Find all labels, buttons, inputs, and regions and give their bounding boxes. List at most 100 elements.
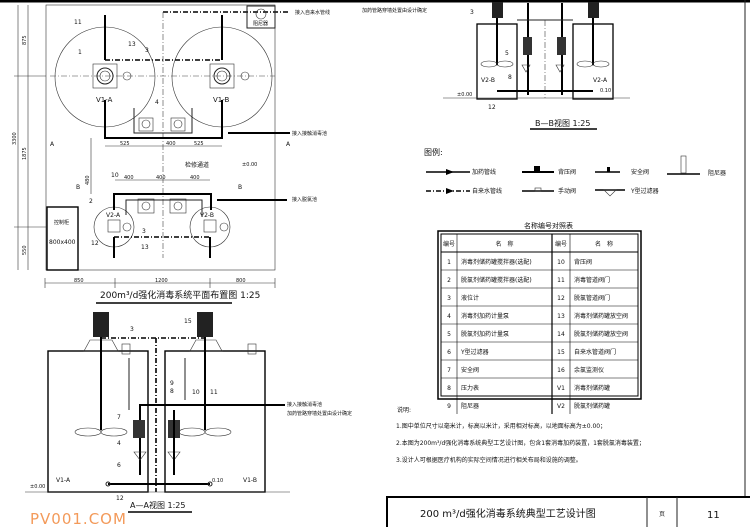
notes-title: 说明:: [397, 406, 411, 414]
table-cell: 背压阀: [574, 258, 592, 266]
label-v2b: V2-B: [200, 212, 214, 219]
section-mark-b-right: B: [238, 184, 242, 191]
aa-pipe-note-1: 接入接触消毒池: [287, 401, 322, 408]
damper-box: [246, 5, 276, 29]
table-cell: 压力表: [461, 384, 479, 392]
plan-view: 875 1875 3300 480 550 V1-A V1-B 阻尼器 接入自来…: [12, 4, 330, 304]
dim-1200: 1200: [155, 278, 168, 284]
callout-11: 11: [74, 19, 82, 26]
control-cabinet: [46, 206, 79, 271]
table-cell: 2: [447, 277, 451, 284]
bb-callout-3: 3: [470, 9, 474, 16]
table-cell: V2: [557, 403, 565, 410]
aa-callout-15: 15: [184, 318, 192, 325]
table-header-cell: 名 称: [495, 240, 513, 248]
aa-callout-11: 11: [210, 389, 218, 396]
legend-y-strainer: Y型过滤器: [595, 187, 659, 197]
legend: 图例: 加药管线 背压阀 安全阀 阻尼器 自来水管线 手动阀 Y型过滤器: [424, 147, 726, 197]
callout-13b: 13: [141, 244, 149, 251]
aa-callout-10: 10: [192, 389, 200, 396]
page-number: 11: [707, 510, 720, 521]
aa-label-v1a: V1-A: [56, 477, 71, 484]
section-mark-a-left: A: [50, 141, 55, 148]
legend-label: 加药管线: [472, 168, 496, 176]
table-cell: 脱氯剂储药罐: [574, 402, 610, 410]
dim-400-mid: 400: [166, 141, 176, 147]
bb-elev: ±0.00: [457, 92, 472, 98]
aa-pipe-note-2: 加药管路穿墙处置由设计确定: [287, 410, 352, 417]
dim-800: 800: [236, 278, 246, 284]
drawing-title: 200 m³/d强化消毒系统典型工艺设计图: [420, 507, 596, 520]
callout-4: 4: [155, 99, 159, 106]
aa-title: A—A视图 1:25: [130, 500, 185, 510]
notes: 说明: 1.图中单位尺寸以毫米计，标高以米计，采用相对标高，以地面标高为±0.0…: [396, 406, 645, 464]
aa-callout-7: 7: [117, 414, 121, 421]
table-cell: 脱氯剂加药计量泵: [461, 330, 509, 338]
bb-label-v2b: V2-B: [481, 77, 495, 84]
callout-3b: 3: [142, 228, 146, 235]
label-control-size: 800x400: [49, 239, 76, 246]
table-cell: 余氯监测仪: [574, 366, 604, 374]
motor-a: [93, 312, 109, 337]
dim-480: 480: [85, 175, 91, 185]
callout-12: 12: [91, 240, 99, 247]
label-tap-in: 接入自来水管线: [295, 9, 330, 16]
table-cell: 10: [557, 259, 565, 266]
label-control-box: 控制柜: [54, 219, 69, 226]
table-cell: 阻尼器: [461, 402, 479, 410]
table-cell: 消毒剂储药罐搅拌器(选配): [461, 258, 532, 266]
dim-3300: 3300: [12, 132, 18, 145]
table-cell: 3: [447, 295, 451, 302]
aa-callout-9: 9: [170, 380, 174, 387]
legend-tap-water-line: 自来水管线: [426, 187, 502, 195]
legend-label: 手动阀: [558, 187, 576, 195]
table-cell: 13: [557, 313, 565, 320]
aa-callout-12: 12: [116, 495, 124, 502]
table-cell: 消毒剂储药罐放空阀: [574, 312, 628, 320]
plan-title: 200m³/d强化消毒系统平面布置图 1:25: [100, 289, 260, 301]
table-cell: 6: [447, 349, 451, 356]
note-line-1: 1.图中单位尺寸以毫米计，标高以米计，采用相对标高，以地面标高为±0.00；: [396, 422, 606, 430]
callout-2: 2: [89, 198, 93, 205]
aa-callout-3: 3: [130, 326, 134, 333]
table-cell: 16: [557, 367, 565, 374]
bb-title: B—B视图 1:25: [535, 118, 590, 128]
bb-note: 加药管路穿墙处置由设计确定: [362, 7, 427, 14]
label-elev: ±0.00: [242, 162, 257, 168]
dim-550: 550: [22, 245, 28, 255]
dim-875: 875: [22, 35, 28, 45]
title-block: 200 m³/d强化消毒系统典型工艺设计图 页 11: [386, 496, 750, 527]
legend-label: 背压阀: [558, 168, 576, 176]
table-cell: 7: [447, 367, 451, 374]
table-header-cell: 名 称: [595, 240, 613, 248]
table-cell: 消毒管道阀门: [574, 276, 610, 284]
bb-elev2: 0.10: [600, 88, 611, 94]
aa-callout-4: 4: [117, 440, 121, 447]
callout-3: 3: [145, 47, 149, 54]
bb-callout-12: 12: [488, 104, 496, 111]
label-v2a: V2-A: [106, 212, 121, 219]
page-label: 页: [659, 511, 665, 518]
table-cell: 14: [557, 331, 565, 338]
table-cell: 脱氯剂储药罐放空阀: [574, 330, 628, 338]
dim-400-a: 400: [124, 175, 134, 181]
dim-850: 850: [74, 278, 84, 284]
section-aa: V1-A V1-B ±0.00 0.10 接入接触消毒池 加药管路穿墙处置由设计…: [25, 312, 352, 527]
watermark: PV001.COM: [30, 510, 127, 527]
legend-label: 自来水管线: [472, 187, 502, 195]
table-cell: 安全阀: [461, 366, 479, 374]
table-cell: 11: [557, 277, 565, 284]
table-cell: 12: [557, 295, 565, 302]
table-cell: 脱氯剂储药罐搅拌器(选配): [461, 276, 532, 284]
label-contact-in: 接入接触消毒池: [292, 130, 327, 137]
note-line-2: 2.本图为200m³/d强化消毒系统典型工艺设计图，包含1套消毒加药装置，1套脱…: [396, 439, 645, 447]
dim-1875: 1875: [22, 147, 28, 160]
table-cell: Y型过滤器: [460, 348, 489, 356]
aa-callout-6: 6: [117, 462, 121, 469]
table-cell: 液位计: [461, 294, 479, 302]
bb-label-v2a: V2-A: [593, 77, 608, 84]
aa-elev: ±0.00: [30, 484, 45, 490]
aa-elev2: 0.10: [212, 478, 223, 484]
label-corridor: 检修通道: [185, 161, 209, 169]
label-damper: 阻尼器: [253, 20, 268, 27]
